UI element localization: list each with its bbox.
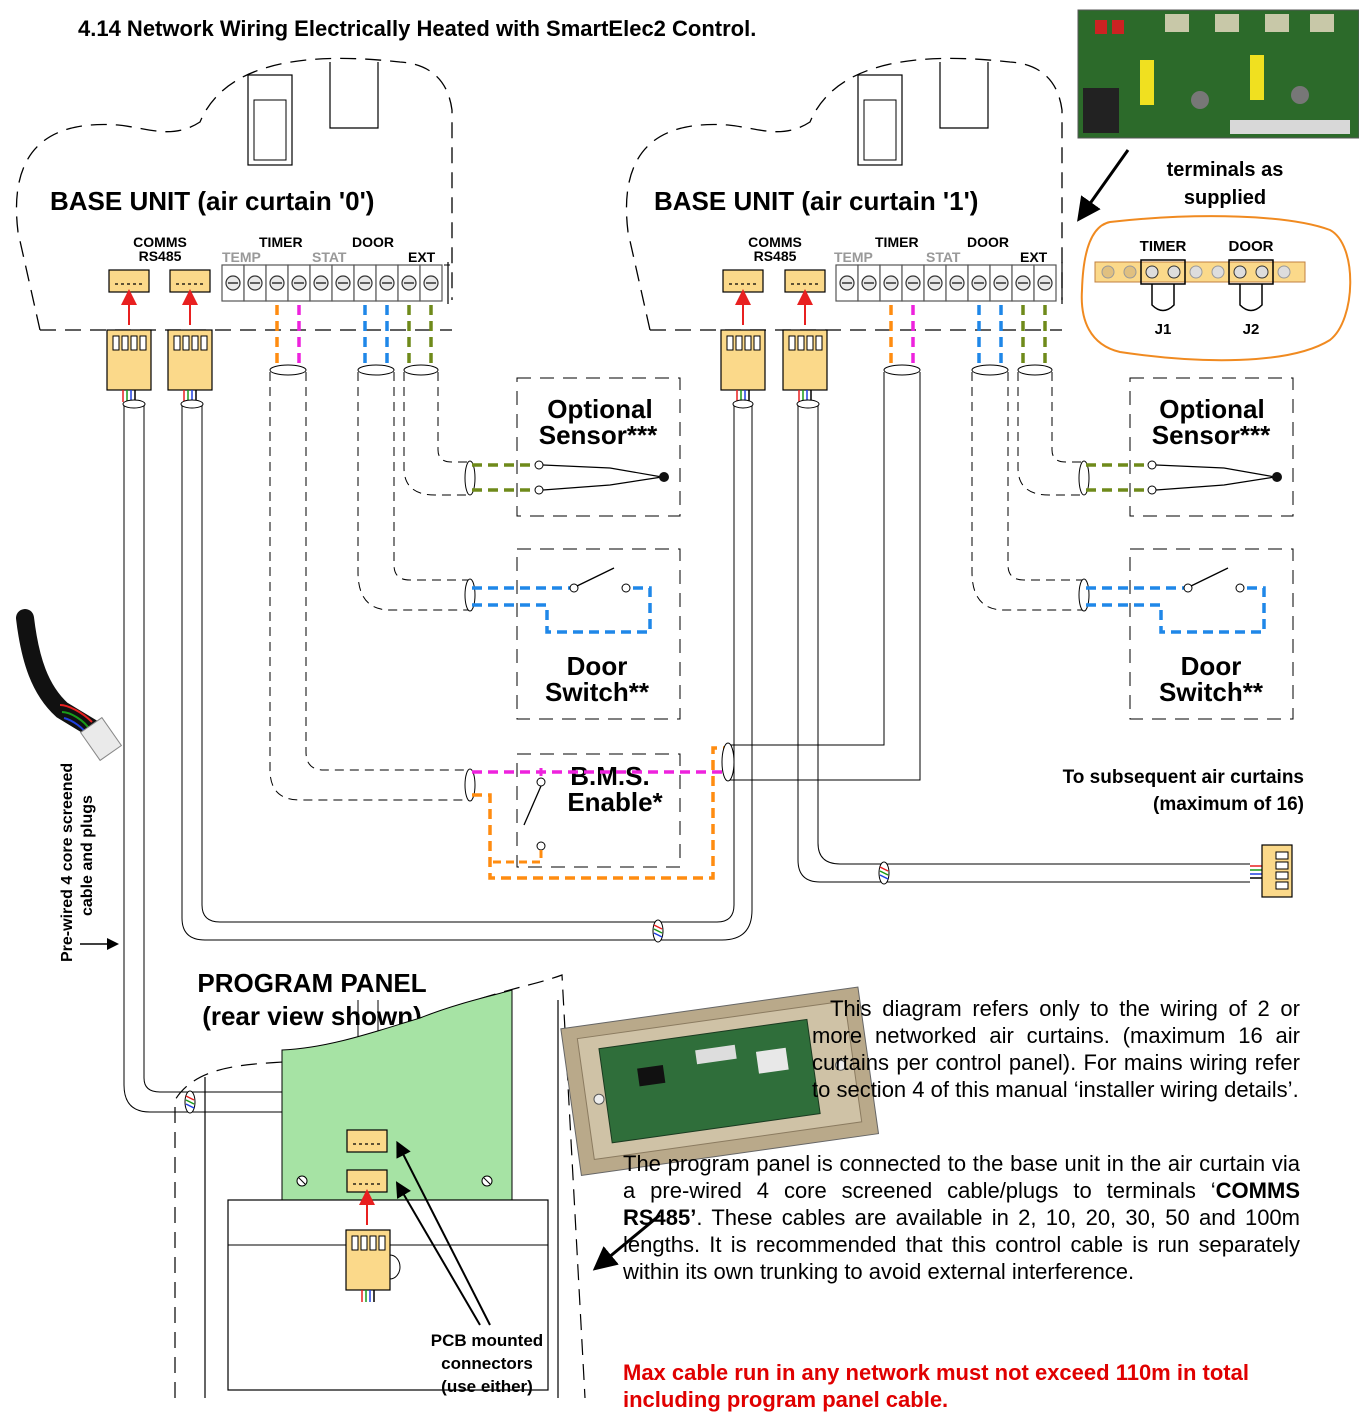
prewired-cable-picture (16, 609, 123, 762)
callout-j2-label: J2 (1243, 321, 1260, 338)
comms-plug-a (720, 329, 766, 403)
terminal-strip (835, 262, 1063, 304)
wires-unit-0 (275, 305, 433, 368)
comms-socket-b (169, 269, 211, 293)
pcb-connector-a (346, 1129, 388, 1153)
optional-sensor-0: Optional Sensor*** (472, 377, 681, 517)
program-panel-title: PROGRAM PANEL (197, 968, 426, 998)
stat-label: STAT (926, 249, 961, 265)
bms-title: B.M.S. (570, 761, 649, 791)
comms-socket-a (108, 269, 150, 293)
timer-label: TIMER (875, 234, 919, 250)
base-unit-1-title: BASE UNIT (air curtain '1') (654, 186, 978, 216)
base-unit-0: BASE UNIT (air curtain '0') COMMS RS485 … (15, 57, 453, 403)
sensor-subtitle: Sensor*** (539, 420, 658, 450)
door-switch-1: Door Switch** (1086, 548, 1294, 720)
comms-label: COMMS (748, 234, 802, 250)
base-unit-0-title: BASE UNIT (air curtain '0') (50, 186, 374, 216)
timer-label: TIMER (259, 234, 303, 250)
terminals-callout: TIMER DOOR J1 J2 (1080, 215, 1352, 362)
door-switch-title: Door (1181, 651, 1242, 681)
cable-ends-unit-1 (721, 364, 1090, 782)
temp-label: TEMP (834, 249, 873, 265)
sensor-title: Optional (547, 394, 652, 424)
ext-label: EXT (408, 249, 436, 265)
ext-label: EXT (1020, 249, 1048, 265)
prewired-cable-label: Pre-wired 4 core screened (59, 763, 76, 962)
optional-sensor-1: Optional Sensor*** (1086, 377, 1294, 517)
callout-j1-label: J1 (1155, 321, 1172, 338)
program-panel (174, 974, 586, 1399)
program-panel-subtitle: (rear view shown) (202, 1001, 422, 1031)
door-label: DOOR (352, 234, 394, 250)
para2-comms-rs485: COMMS RS485’ (623, 1178, 1300, 1230)
page-title: 4.14 Network Wiring Electrically Heated … (78, 16, 756, 41)
comms-socket-a (722, 269, 764, 293)
cables-unit-0 (269, 372, 470, 801)
comms-socket-b (784, 269, 826, 293)
comms-label: COMMS (133, 234, 187, 250)
cable-splice (652, 919, 664, 943)
rs485-label: RS485 (754, 248, 797, 264)
cable-splice (878, 861, 890, 885)
base-unit-1: BASE UNIT (air curtain '1') COMMS RS485 … (625, 57, 1063, 403)
subsequent-max-label: (maximum of 16) (1153, 794, 1304, 815)
network-cables (123, 405, 1250, 1113)
door-label: DOOR (967, 234, 1009, 250)
bms-enable: B.M.S. Enable* (472, 746, 728, 880)
stat-label: STAT (312, 249, 347, 265)
callout-door-label: DOOR (1229, 238, 1274, 255)
comms-plug-a (106, 329, 152, 403)
cable-splice (184, 1090, 196, 1114)
door-switch-title: Door (567, 651, 628, 681)
description-paragraph-2: The program panel is connected to the ba… (623, 1150, 1300, 1285)
cables-unit-1 (730, 372, 1084, 781)
comms-plug-b (167, 329, 213, 403)
para2-part-c: . These cables are available in 2, 10, 2… (623, 1205, 1300, 1284)
sensor-title: Optional (1159, 394, 1264, 424)
comms-plug-b (782, 329, 828, 403)
max-cable-warning: Max cable run in any network must not ex… (623, 1360, 1249, 1412)
program-panel-photo (560, 986, 880, 1176)
rs485-label: RS485 (139, 248, 182, 264)
terminal-strip (221, 262, 450, 304)
network-cable-ends (122, 399, 820, 409)
description-paragraph-1: This diagram refers only to the wiring o… (812, 996, 1300, 1102)
subsequent-plug (1250, 844, 1293, 898)
door-switch-subtitle: Switch** (545, 677, 650, 707)
pcb-photo (1077, 9, 1359, 139)
bms-subtitle: Enable* (567, 787, 663, 817)
terminals-callout-subtitle: supplied (1184, 187, 1266, 209)
pcb-connectors-label-3: (use either) (441, 1377, 533, 1396)
cable-ends-unit-0 (269, 364, 476, 802)
sensor-subtitle: Sensor*** (1152, 420, 1271, 450)
para2-part-a: The program panel is connected to the ba… (623, 1151, 1300, 1203)
door-switch-0: Door Switch** (472, 548, 681, 720)
temp-label: TEMP (222, 249, 261, 265)
pcb-connector-b (346, 1169, 388, 1193)
door-switch-subtitle: Switch** (1159, 677, 1264, 707)
panel-plug (345, 1229, 391, 1303)
wires-unit-1 (889, 305, 1047, 368)
callout-timer-label: TIMER (1140, 238, 1187, 255)
subsequent-label: To subsequent air curtains (1063, 767, 1304, 788)
terminals-callout-title: terminals as (1167, 159, 1284, 181)
prewired-cable-sublabel: cable and plugs (79, 795, 96, 916)
pcb-connectors-label-2: connectors (441, 1354, 533, 1373)
pcb-connectors-label: PCB mounted (431, 1331, 543, 1350)
